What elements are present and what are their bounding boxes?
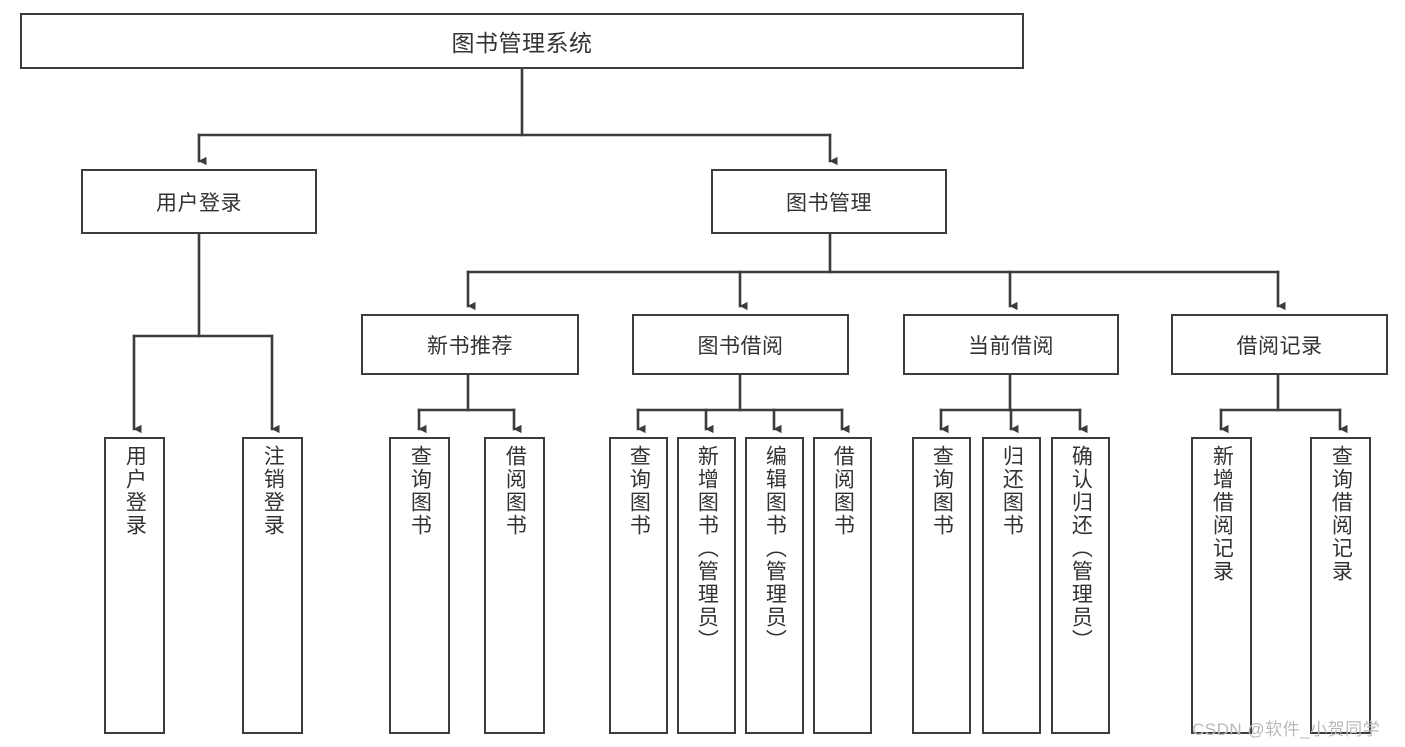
edges-current-to-leaves [939,373,1088,434]
leaf-borrow-books-borrowing[interactable]: 借阅图书 [813,437,872,734]
edges-root-to-level2 [197,67,838,166]
node-user-login[interactable]: 用户登录 [81,169,317,234]
leaf-return-books[interactable]: 归还图书 [982,437,1041,734]
leaf-query-borrow-record[interactable]: 查询借阅记录 [1310,437,1371,734]
node-book-borrowing[interactable]: 图书借阅 [632,314,849,375]
node-label: 注销登录 [261,445,285,537]
edges-login-to-leaves [132,232,280,434]
node-book-management[interactable]: 图书管理 [711,169,947,234]
leaf-query-books-current[interactable]: 查询图书 [912,437,971,734]
node-label: 查询图书 [408,445,432,537]
leaf-add-book-admin[interactable]: 新增图书（管理员） [677,437,736,734]
node-root-system[interactable]: 图书管理系统 [20,13,1024,69]
node-label: 用户登录 [156,191,242,215]
leaf-borrow-books-newbook[interactable]: 借阅图书 [484,437,545,734]
node-label: 查询借阅记录 [1329,445,1353,583]
node-label: 借阅图书 [831,445,855,537]
leaf-confirm-return-admin[interactable]: 确认归还（管理员） [1051,437,1110,734]
node-label: 图书借阅 [697,334,784,358]
node-label: 图书管理 [786,191,872,215]
node-label: 用户登录 [123,445,147,537]
edges-records-to-leaves [1219,373,1348,434]
node-new-book-recommendation[interactable]: 新书推荐 [361,314,579,375]
node-label: 确认归还（管理员） [1069,445,1093,652]
node-label: 查询图书 [930,445,954,537]
leaf-add-borrow-record[interactable]: 新增借阅记录 [1191,437,1252,734]
node-label: 归还图书 [1000,445,1024,537]
edges-newbook-to-leaves [417,373,522,434]
leaf-query-books-borrowing[interactable]: 查询图书 [609,437,668,734]
leaf-logout[interactable]: 注销登录 [242,437,303,734]
node-label: 借阅记录 [1236,334,1323,358]
node-label: 借阅图书 [503,445,527,537]
leaf-query-books-newbook[interactable]: 查询图书 [389,437,450,734]
leaf-edit-book-admin[interactable]: 编辑图书（管理员） [745,437,804,734]
node-label: 新增图书（管理员） [695,445,719,652]
node-label: 新增借阅记录 [1210,445,1234,583]
node-current-borrowing[interactable]: 当前借阅 [903,314,1119,375]
node-label: 图书管理系统 [451,30,593,56]
node-borrow-records[interactable]: 借阅记录 [1171,314,1388,375]
edges-books-to-level3 [466,232,1286,311]
node-label: 查询图书 [627,445,651,537]
node-label: 编辑图书（管理员） [763,445,787,652]
node-label: 当前借阅 [968,334,1054,358]
node-label: 新书推荐 [427,334,513,358]
edges-borrow-to-leaves [636,373,850,434]
leaf-user-login[interactable]: 用户登录 [104,437,165,734]
